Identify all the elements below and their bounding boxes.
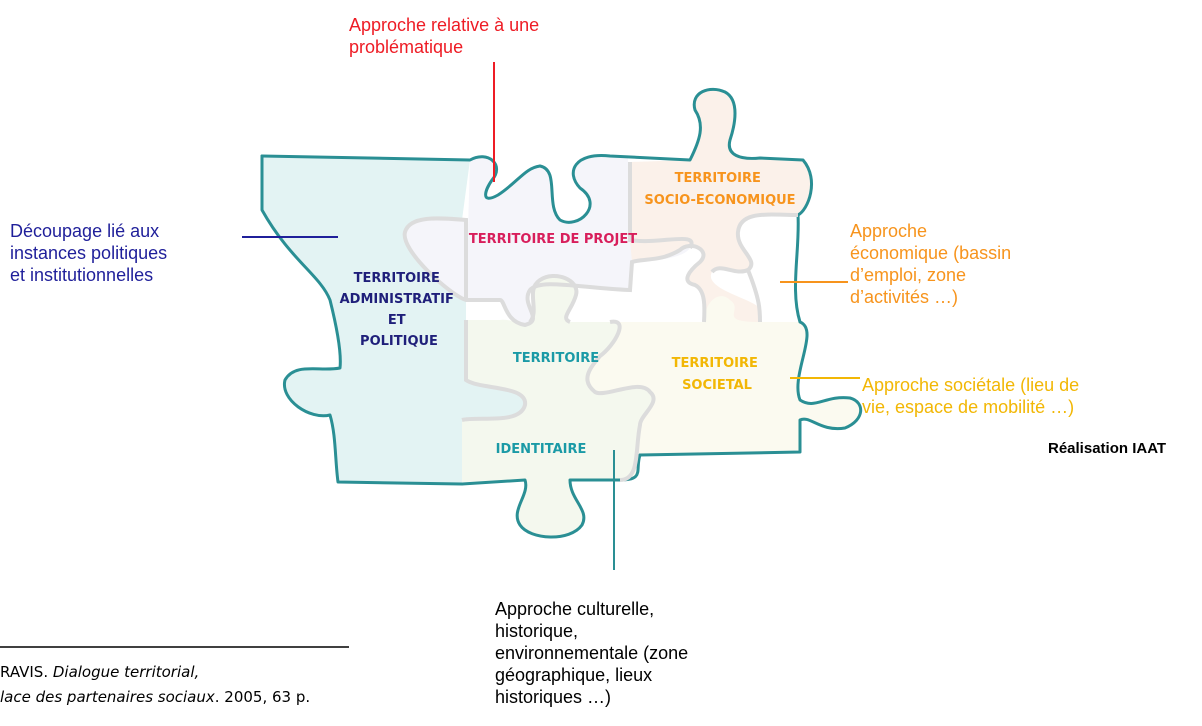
annotation-culturelle-line-1: Approche culturelle, xyxy=(495,599,655,619)
annotation-culturelle-line-2: historique, xyxy=(495,621,579,641)
annotation-economique-line-4: d’activités …) xyxy=(850,287,959,307)
puzzle-outline xyxy=(260,87,863,539)
label-administratif: TERRITOIRE ADMINISTRATIF ET POLITIQUE xyxy=(340,271,459,349)
annotation-economique-line-2: économique (bassin xyxy=(850,243,1012,263)
footnote: RAVIS. Dialogue territorial, lace des pa… xyxy=(0,660,310,710)
piece-projet-fill xyxy=(404,155,692,325)
annotation-politique-line-2: instances politiques xyxy=(10,243,168,263)
footnote-line-1-italic: Dialogue territorial, xyxy=(52,663,200,681)
label-administratif-line-4: POLITIQUE xyxy=(360,334,438,349)
outline-right xyxy=(638,213,863,457)
footnote-line-1-plain: RAVIS. xyxy=(0,663,53,681)
annotation-economique: Approche économique (bassin d’emploi, zo… xyxy=(850,220,1011,308)
footnote-line-2-plain: . 2005, 63 p. xyxy=(214,688,311,706)
label-societal-line-2: SOCIETAL xyxy=(682,378,752,393)
annotation-economique-line-1: Approche xyxy=(850,221,928,241)
annotation-societale: Approche sociétale (lieu de vie, espace … xyxy=(862,374,1079,418)
annotation-politique-line-3: et institutionnelles xyxy=(10,265,154,285)
annotation-economique-line-3: d’emploi, zone xyxy=(850,265,967,285)
annotation-politique: Découpage lié aux instances politiques e… xyxy=(10,220,167,286)
footnote-line-2-italic: lace des partenaires sociaux xyxy=(0,688,215,706)
annotation-culturelle: Approche culturelle, historique, environ… xyxy=(495,598,688,708)
annotation-problematique-line-1: Approche relative à une xyxy=(349,15,540,35)
annotation-culturelle-line-5: historiques …) xyxy=(495,687,612,707)
label-identitaire-line-1: TERRITOIRE xyxy=(513,351,599,366)
credit-label: Réalisation IAAT xyxy=(1048,440,1167,457)
annotation-politique-line-1: Découpage lié aux xyxy=(10,221,160,241)
inner-borders xyxy=(402,162,799,482)
label-socio-line-1: TERRITOIRE xyxy=(675,171,761,186)
annotation-culturelle-line-3: environnementale (zone xyxy=(495,643,689,663)
label-administratif-line-1: TERRITOIRE xyxy=(354,271,440,286)
outline-top-left xyxy=(260,154,542,200)
label-administratif-line-2: ADMINISTRATIF xyxy=(340,292,454,307)
piece-societal-fill xyxy=(587,296,861,480)
annotation-problematique-line-2: problématique xyxy=(349,37,464,57)
annotation-societale-line-1: Approche sociétale (lieu de xyxy=(862,375,1080,395)
inner-border-identitaire xyxy=(461,274,656,482)
label-socio-economique: TERRITOIRE SOCIO-ECONOMIQUE xyxy=(644,171,795,208)
label-societal: TERRITOIRE SOCIETAL xyxy=(672,356,763,393)
label-projet: TERRITOIRE DE PROJET xyxy=(469,232,637,247)
outline-projet-top xyxy=(538,87,813,224)
inner-border-projet xyxy=(402,216,707,328)
label-societal-line-1: TERRITOIRE xyxy=(672,356,758,371)
label-identitaire-line-2: IDENTITAIRE xyxy=(496,442,587,457)
annotation-problematique: Approche relative à une problématique xyxy=(349,14,539,58)
footnote-line-1: RAVIS. Dialogue territorial, xyxy=(0,660,310,685)
piece-socio-fill xyxy=(630,89,812,322)
inner-border-socio xyxy=(628,162,799,323)
footnote-line-2: lace des partenaires sociaux. 2005, 63 p… xyxy=(0,685,310,710)
annotation-societale-line-2: vie, espace de mobilité …) xyxy=(862,397,1075,417)
piece-identitaire-fill xyxy=(462,275,654,538)
outline-bottom xyxy=(460,453,642,539)
label-administratif-line-3: ET xyxy=(388,313,406,328)
label-socio-line-2: SOCIO-ECONOMIQUE xyxy=(644,193,795,208)
annotation-culturelle-line-4: géographique, lieux xyxy=(495,665,653,685)
outline-administratif xyxy=(260,154,464,486)
